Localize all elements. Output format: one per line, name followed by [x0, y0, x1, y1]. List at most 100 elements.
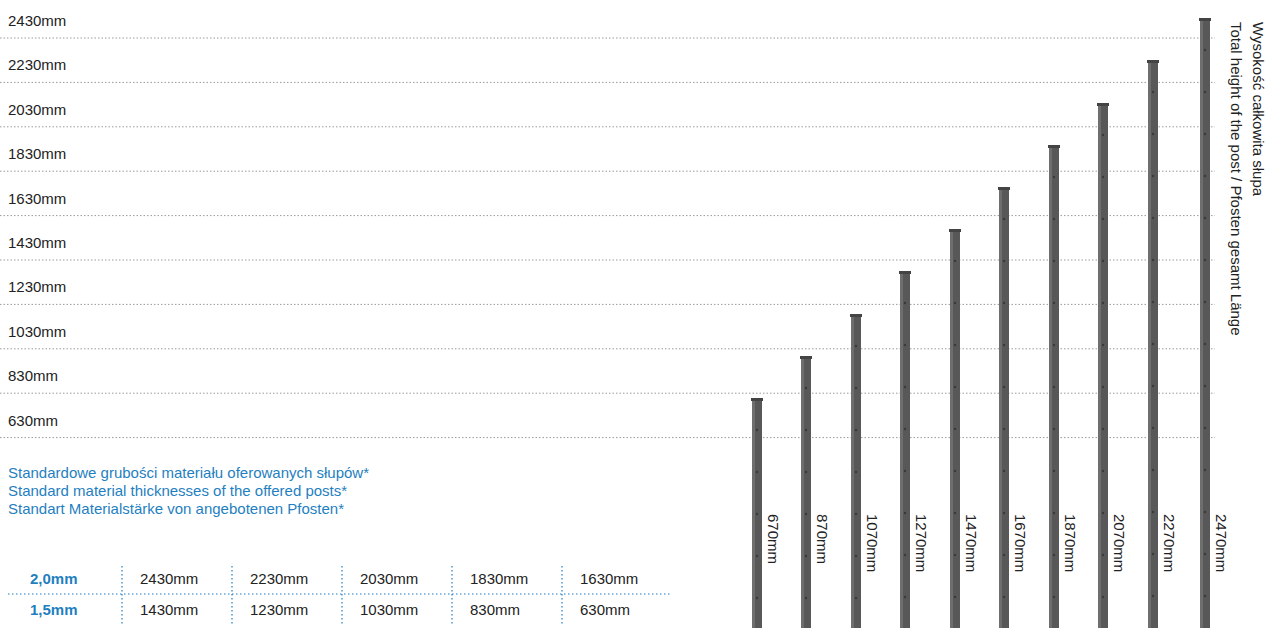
post-hole [1003, 386, 1005, 388]
post-hole [855, 513, 857, 515]
post-hole [954, 260, 956, 262]
height-line [0, 437, 1215, 438]
post-hole [1102, 470, 1104, 472]
post-hole [1053, 218, 1055, 220]
vertical-label: 1670mm [1011, 514, 1029, 572]
column-separator [451, 566, 452, 624]
height-line [0, 348, 1215, 349]
post-hole [1053, 428, 1055, 430]
table-cell: 2430mm [140, 570, 198, 588]
table-cell: 1830mm [470, 570, 528, 588]
post-hole [1204, 385, 1206, 387]
post-hole [954, 428, 956, 430]
post-hole [1204, 175, 1206, 177]
post-hole [1152, 343, 1154, 345]
post-hole [1204, 469, 1206, 471]
table-cell: 1030mm [360, 601, 418, 619]
post-hole [904, 302, 906, 304]
post-hole [1152, 133, 1154, 135]
post-hole [1003, 596, 1005, 598]
table-cell: 830mm [470, 601, 520, 619]
post-cap [751, 398, 763, 401]
vertical-label: 870mm [813, 514, 831, 564]
post-highlight [1200, 20, 1203, 628]
post-hole [954, 470, 956, 472]
post-highlight [1098, 105, 1101, 628]
vertical-label: Total height of the post / Pfosten gesam… [1227, 22, 1245, 336]
post-hole [805, 597, 807, 599]
dimension-label: 1630mm [8, 190, 66, 208]
dimension-label: 1430mm [8, 234, 66, 252]
post-hole [805, 555, 807, 557]
post-hole [1204, 595, 1206, 597]
column-separator [121, 566, 122, 624]
post-hole [1053, 554, 1055, 556]
post-hole [1204, 301, 1206, 303]
post-hole [1003, 512, 1005, 514]
column-separator [231, 566, 232, 624]
table-cell: 630mm [580, 601, 630, 619]
post-hole [1053, 302, 1055, 304]
post-hole [904, 470, 906, 472]
post-hole [855, 597, 857, 599]
post-hole [904, 554, 906, 556]
post-highlight [900, 273, 903, 628]
post-hole [1102, 512, 1104, 514]
post-hole [1204, 91, 1206, 93]
post-highlight [851, 316, 854, 628]
height-line [0, 82, 1215, 83]
post-hole [1053, 176, 1055, 178]
table-cell: 2230mm [250, 570, 308, 588]
column-separator [561, 566, 562, 624]
post-hole [1204, 217, 1206, 219]
post-hole [954, 386, 956, 388]
post-hole [1003, 428, 1005, 430]
dimension-label: 830mm [8, 367, 58, 385]
post-hole [1152, 427, 1154, 429]
post-hole [756, 555, 758, 557]
post-hole [1152, 511, 1154, 513]
vertical-label: 2070mm [1110, 514, 1128, 572]
post-hole [756, 471, 758, 473]
post-hole [1152, 259, 1154, 261]
dimension-label: Standart Materialstärke von angebotenen … [8, 500, 344, 518]
dimension-label: 1030mm [8, 323, 66, 341]
post-hole [1102, 596, 1104, 598]
table-cell: 1230mm [250, 601, 308, 619]
post-hole [855, 387, 857, 389]
post-hole [1152, 175, 1154, 177]
post-cap [850, 314, 862, 317]
post-hole [904, 428, 906, 430]
table-cell: 2,0mm [30, 570, 78, 588]
posts [751, 18, 1211, 628]
height-lines [0, 38, 1215, 438]
post-hole [904, 596, 906, 598]
post-highlight [801, 358, 804, 628]
post-hole [1003, 554, 1005, 556]
post-hole [1053, 260, 1055, 262]
table-cell: 1430mm [140, 601, 198, 619]
fence-post [950, 231, 960, 628]
vertical-label: 1070mm [863, 514, 881, 572]
post-hole [954, 512, 956, 514]
post-hole [855, 555, 857, 557]
post-highlight [999, 189, 1002, 628]
post-hole [1102, 218, 1104, 220]
post-hole [1102, 554, 1104, 556]
post-hole [1053, 344, 1055, 346]
post-hole [904, 386, 906, 388]
post-hole [1204, 427, 1206, 429]
table-cell: 2030mm [360, 570, 418, 588]
post-hole [1102, 302, 1104, 304]
post-hole [1102, 134, 1104, 136]
fence-post [752, 400, 762, 628]
column-separator [341, 566, 342, 624]
post-hole [756, 429, 758, 431]
dimension-label: 630mm [8, 412, 58, 430]
dimension-label: 2430mm [8, 12, 66, 30]
post-hole [756, 597, 758, 599]
post-cap [998, 187, 1010, 190]
post-hole [855, 429, 857, 431]
post-hole [1053, 512, 1055, 514]
post-hole [954, 554, 956, 556]
